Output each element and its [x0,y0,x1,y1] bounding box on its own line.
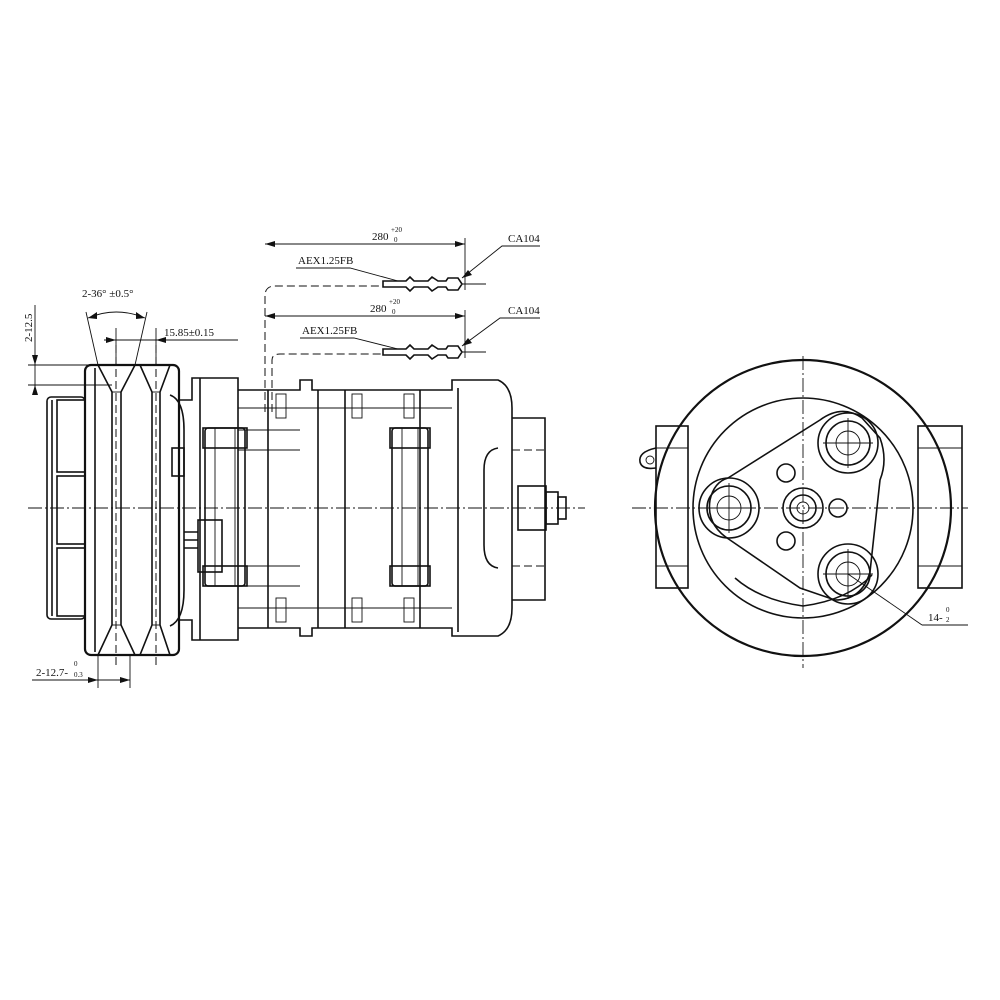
groove-angle-label: 2-36° ±0.5° [82,288,134,300]
groove-pitch-label: 2-12.7- [36,667,68,679]
dim-groove-depth: 2-12.5 [23,305,112,395]
len-bot-sup: +20 [389,298,400,306]
rear-head [483,417,567,601]
small-hole-3 [828,498,848,518]
port-left [698,477,760,539]
port-upper [817,412,879,474]
groove-depth-label: 2-12.5 [23,313,35,342]
coil-wire-harness [264,285,383,412]
through-bolt-right [389,427,431,587]
port-plate [708,410,885,601]
rear-view: 14- 0 2 [632,356,968,668]
terminal-connector-top [382,275,486,293]
rear-outer-circle [653,358,953,658]
len-bot-sub: 0 [392,308,396,316]
leader-aex-bottom: AEX1.25FB [300,325,399,350]
port-hole-sub: 2 [946,616,950,624]
leader-aex-top: AEX1.25FB [296,255,399,282]
len-top-sub: 0 [394,236,398,244]
double-groove-pulley [83,345,181,665]
rear-inner-arc [734,574,873,607]
leader-ca104-top: CA104 [461,233,540,279]
len-top-main: 280 [372,231,389,243]
dim-wire-length-top: 280 +20 0 [265,226,466,290]
groove-pitch-sub: 0.3 [74,671,83,679]
dim-groove-pitch: 2-12.7- 0 0.3 [32,655,131,688]
conn-bot-label: CA104 [508,305,540,317]
small-hole-2 [776,531,796,551]
dim-wire-length-bottom: 280 +20 0 [265,298,466,358]
rear-inner-circle [692,397,914,619]
len-bot-main: 280 [370,303,387,315]
front-housing [169,377,239,641]
port-hole-sup: 0 [946,606,950,614]
term-bot-label: AEX1.25FB [302,325,357,337]
groove-width-label: 15.85±0.15 [164,327,215,339]
dim-port-hole: 14- 0 2 [847,573,968,626]
through-bolt-left [202,427,248,587]
dim-groove-width: 15.85±0.15 [104,327,238,365]
small-hole-1 [776,463,796,483]
cylinder-body [238,379,513,637]
term-top-label: AEX1.25FB [298,255,353,267]
conn-top-label: CA104 [508,233,540,245]
groove-pitch-sup: 0 [74,660,78,668]
len-top-sup: +20 [391,226,402,234]
dim-groove-angle: 2-36° ±0.5° [82,288,148,366]
leader-ca104-bottom: CA104 [461,305,540,347]
side-view: 280 +20 0 280 +20 0 CA104 CA104 AEX1. [23,226,585,688]
terminal-connector-bottom [382,343,486,361]
port-hole-label: 14- [928,612,943,624]
center-shaft [782,487,824,529]
port-lower [817,543,879,605]
